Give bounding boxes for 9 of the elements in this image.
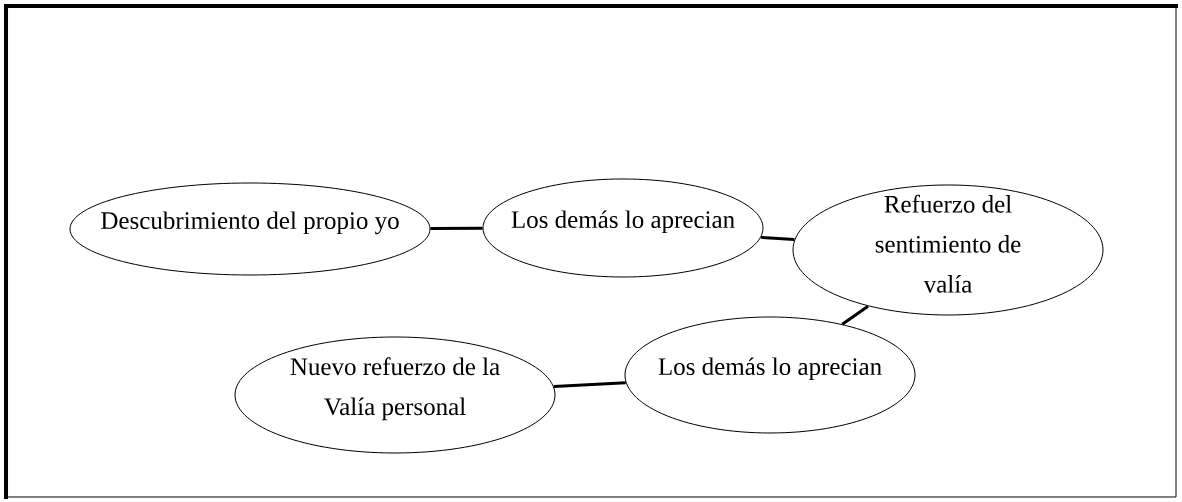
ellipse-node: Refuerzo del sentimiento de valía — [792, 184, 1104, 316]
ellipse-node: Los demás lo aprecian — [482, 178, 764, 278]
connector-line — [760, 235, 795, 242]
connector-line — [841, 304, 869, 326]
connector-line — [430, 226, 483, 230]
ellipse-node: Nuevo refuerzo de la Valía personal — [234, 336, 556, 454]
ellipse-node: Descubrimiento del propio yo — [69, 182, 431, 276]
connector-line — [553, 381, 626, 388]
ellipse-node: Los demás lo aprecian — [624, 316, 916, 434]
